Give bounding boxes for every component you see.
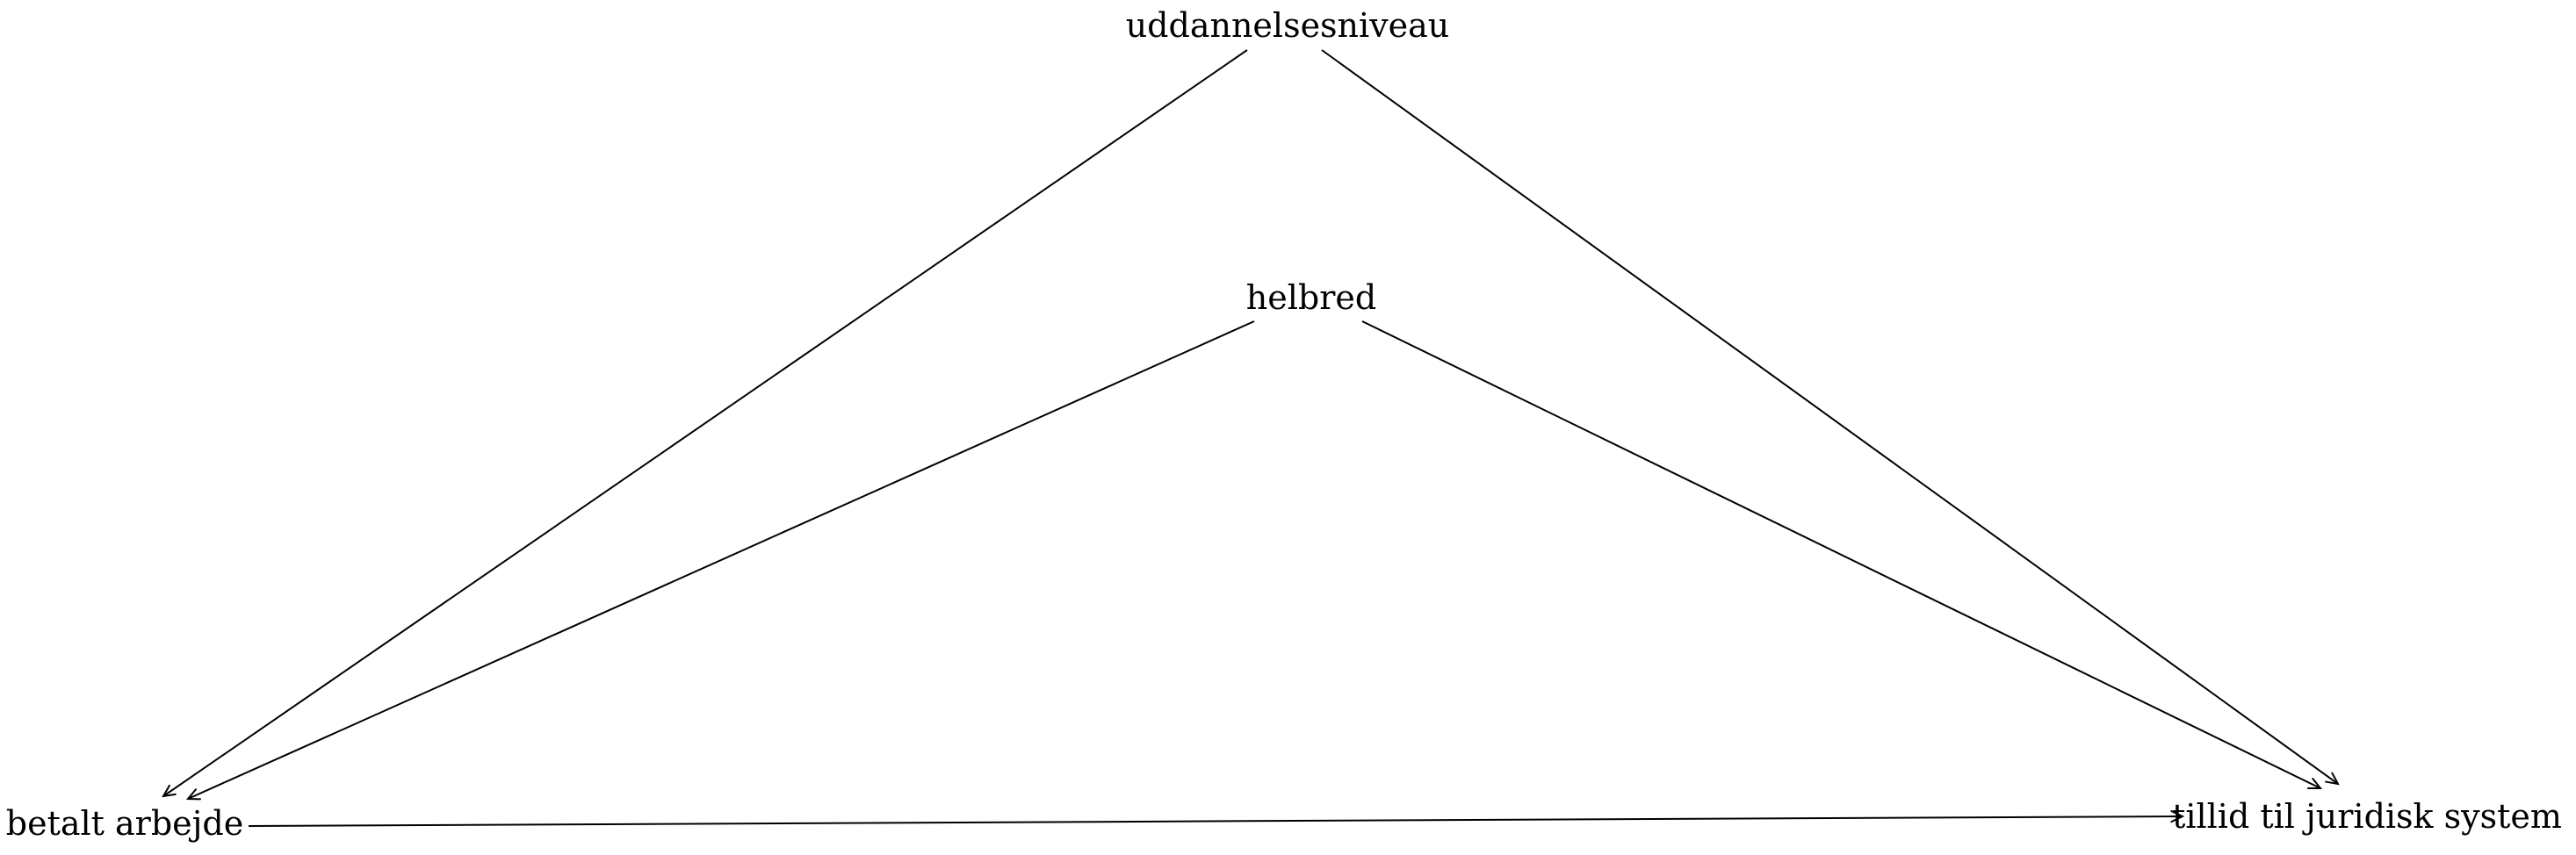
edge-helbred-to-betalt-arbejde bbox=[185, 320, 1255, 801]
edge-betalt-arbejde-to-tillid bbox=[248, 809, 2185, 827]
edge-line bbox=[162, 49, 1248, 797]
edge-line bbox=[1361, 320, 2321, 789]
node-helbred: helbred bbox=[1246, 278, 1376, 317]
node-uddannelsesniveau: uddannelsesniveau bbox=[1126, 6, 1450, 45]
edge-line bbox=[248, 815, 2183, 827]
arrowhead-icon bbox=[2307, 778, 2323, 790]
edge-uddannelsesniveau-to-betalt-arbejde bbox=[162, 49, 1248, 798]
arrowhead-icon bbox=[2325, 772, 2340, 786]
edge-helbred-to-tillid bbox=[1361, 320, 2323, 790]
node-tillid-til-juridisk-system: tillid til juridisk system bbox=[2172, 797, 2562, 836]
edges-layer bbox=[162, 49, 2340, 827]
arrowhead-icon bbox=[185, 788, 201, 801]
arrowhead-icon bbox=[2170, 809, 2185, 823]
node-betalt-arbejde: betalt arbejde bbox=[6, 804, 243, 843]
edge-line bbox=[1321, 49, 2339, 785]
edge-uddannelsesniveau-to-tillid bbox=[1321, 49, 2340, 786]
nodes-layer: uddannelsesniveau helbred betalt arbejde… bbox=[6, 6, 2562, 843]
edge-line bbox=[187, 320, 1255, 800]
arrowhead-icon bbox=[162, 784, 177, 798]
